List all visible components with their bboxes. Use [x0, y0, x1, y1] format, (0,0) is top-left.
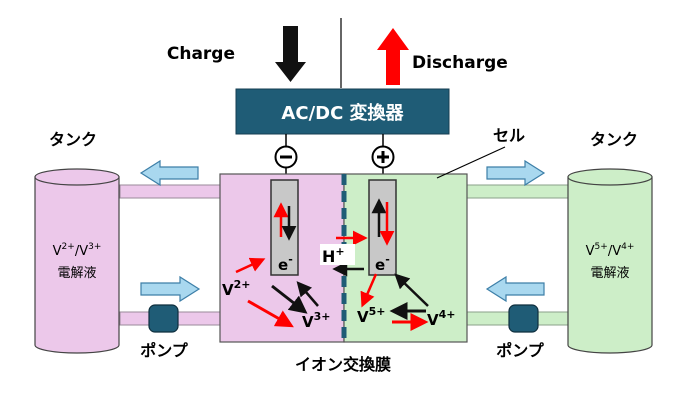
pipe-left-top	[119, 184, 221, 199]
right-tank-label: タンク	[590, 130, 638, 149]
neg-reaction-arrow-red-up	[235, 257, 266, 274]
discharge-label: Discharge	[412, 53, 508, 73]
cell-callout-line	[436, 146, 506, 179]
proton-label: H+	[322, 245, 345, 266]
flow-arrow-left-bottom	[140, 275, 201, 303]
pos-reaction-arrow-black-up	[394, 273, 429, 307]
left-tank-label: タンク	[49, 130, 97, 149]
neg-reaction-arrow-red	[247, 299, 294, 328]
left-tank-ions: V2+/V3+	[53, 242, 102, 259]
left-pump-label: ポンプ	[140, 341, 189, 360]
v3-ion-label: V3+	[302, 310, 330, 331]
charge-label: Charge	[167, 44, 235, 64]
right-pump-label: ポンプ	[496, 341, 545, 360]
v5-ion-label: V5+	[357, 305, 385, 326]
neg-reaction-arrow-black	[271, 284, 308, 314]
flow-arrow-left-top	[139, 159, 199, 187]
flow-arrow-right-top	[486, 159, 546, 187]
charge-arrow-icon	[275, 26, 306, 82]
acdc-converter	[235, 88, 450, 135]
v4-ion-label: V4+	[427, 308, 455, 329]
right-pump	[508, 304, 539, 333]
v2-ion-label: V2+	[222, 278, 250, 299]
discharge-arrow-icon	[377, 28, 409, 85]
right-tank-electrolyte: 電解液	[590, 266, 629, 281]
left-tank-electrolyte: 電解液	[57, 266, 96, 281]
positive-electron-label: e-	[375, 253, 390, 274]
left-tank	[34, 168, 120, 354]
negative-terminal	[274, 145, 298, 169]
right-tank-ions: V5+/V4+	[586, 242, 635, 259]
negative-electron-label: e-	[278, 253, 293, 274]
converter-label: AC/DC 変換器	[281, 102, 404, 124]
neg-reaction-arrow-black-up	[296, 281, 319, 307]
membrane-label: イオン交換膜	[295, 355, 391, 374]
positive-electrode	[368, 179, 397, 276]
flow-arrow-right-bottom	[485, 275, 545, 303]
right-tank	[567, 168, 653, 354]
pos-reaction-arrow-red-down	[360, 273, 378, 308]
positive-terminal	[371, 145, 395, 169]
left-pump	[148, 304, 179, 333]
cell-label: セル	[493, 126, 525, 145]
pipe-right-top	[464, 184, 571, 199]
